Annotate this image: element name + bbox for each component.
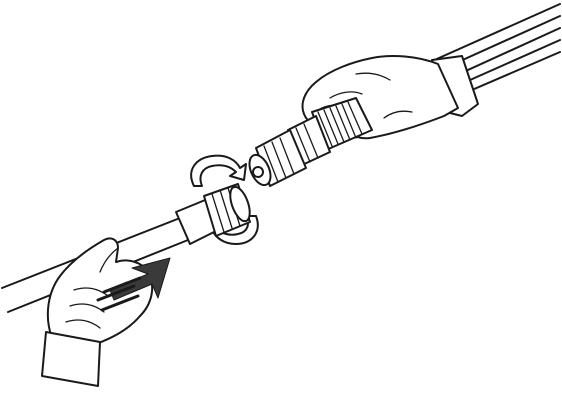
hand-holding-hose [48, 238, 152, 344]
rotation-arrow-upper-left-icon [191, 156, 246, 186]
left-sleeve-cuff [42, 332, 100, 386]
